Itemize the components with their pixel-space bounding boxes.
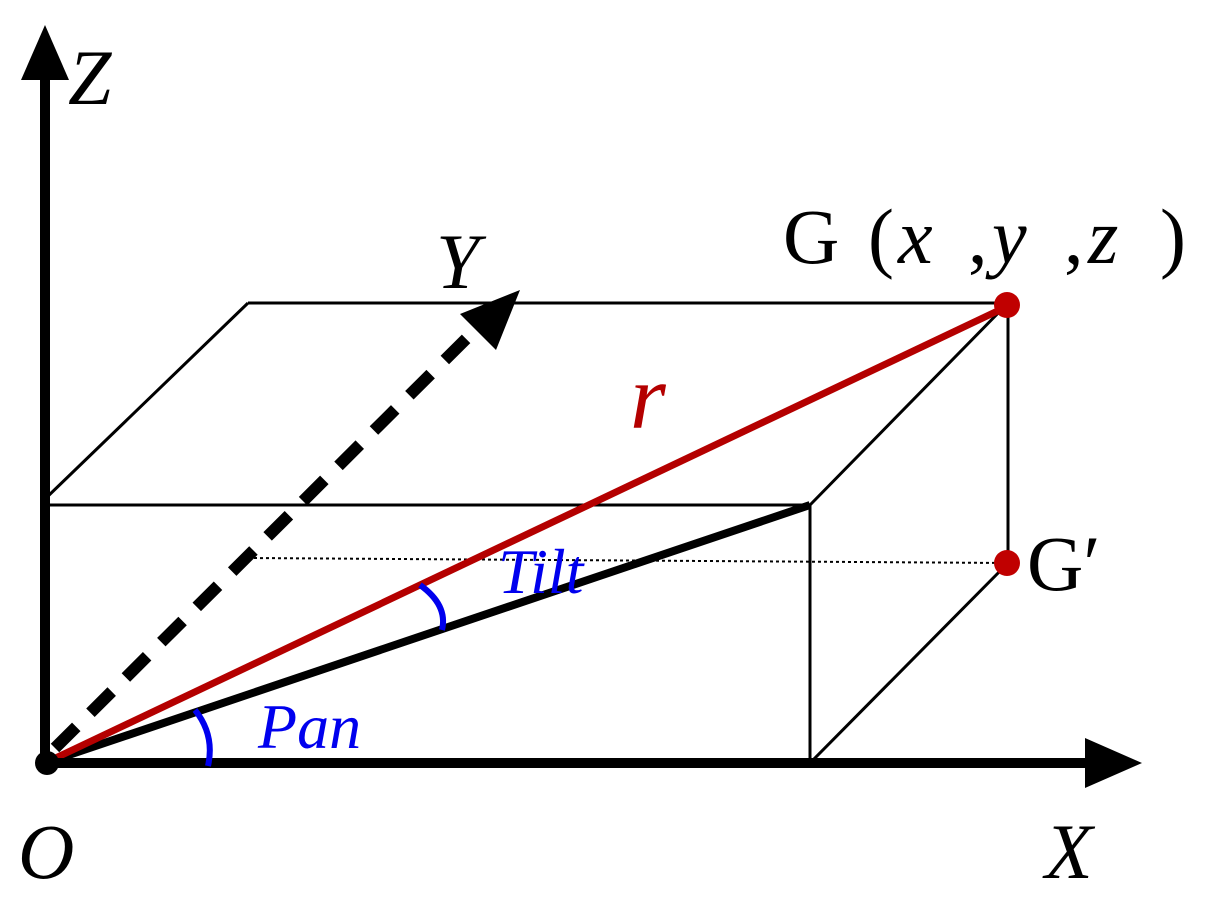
z-axis-arrowhead (21, 25, 69, 80)
point-g-x: x (897, 193, 933, 280)
origin-point (35, 751, 59, 775)
point-g-sep1: , (968, 193, 988, 280)
x-axis-arrowhead (1085, 738, 1142, 788)
projection-dotted-line (247, 557, 1009, 564)
vector-r-label: r (630, 346, 667, 448)
point-g-label: G ( x , y , z ) (783, 193, 1186, 280)
x-axis (45, 738, 1142, 788)
pan-label: Pan (257, 691, 361, 762)
tilt-label: Tilt (498, 536, 586, 607)
point-g-prime-marker (994, 550, 1020, 576)
point-g-prime-label: G′ (1027, 520, 1100, 607)
point-g-open-paren: ( (868, 193, 894, 280)
box-top-left-edge (43, 301, 250, 501)
y-axis (50, 290, 520, 753)
x-axis-label: X (1042, 808, 1096, 895)
point-g-y: y (985, 193, 1027, 280)
z-axis-label: Z (68, 34, 113, 121)
tilt-angle-arc (418, 582, 446, 631)
y-axis-label: Y (436, 218, 487, 305)
point-g-z: z (1087, 193, 1118, 280)
pan-angle-arc (192, 708, 213, 767)
box-top-right-edge (808, 301, 1010, 507)
point-g-name: G (783, 193, 839, 280)
y-axis-arrowhead (460, 290, 520, 350)
point-g-marker (994, 292, 1020, 318)
point-g-close-paren: ) (1160, 193, 1186, 280)
vector-r-line (43, 302, 1010, 767)
pan-projection-line (43, 501, 812, 767)
box-wireframe (43, 301, 1010, 765)
point-g-sep2: , (1064, 193, 1084, 280)
origin-label: O (18, 808, 74, 895)
z-axis (21, 25, 69, 763)
box-bottom-right-edge (808, 561, 1010, 765)
